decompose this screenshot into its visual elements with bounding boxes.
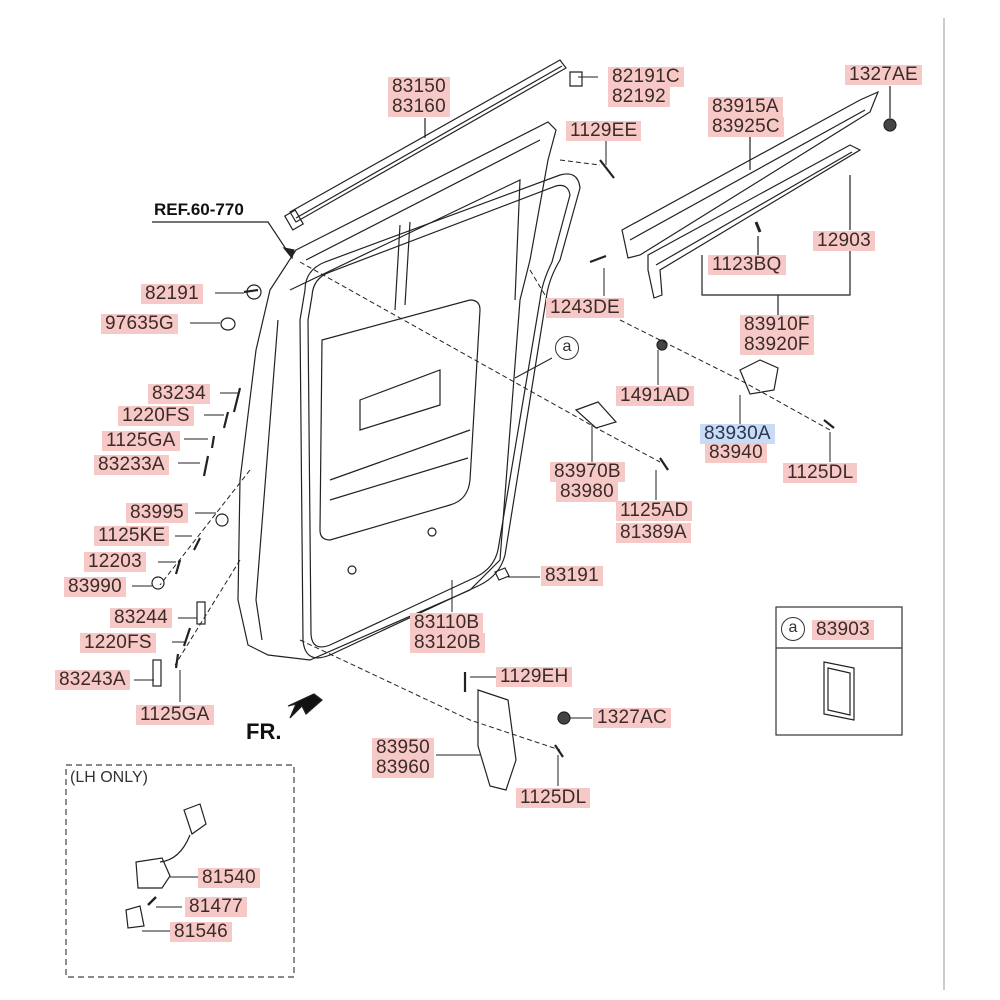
part-label-81477[interactable]: 81477	[185, 897, 247, 917]
plug-83903-part	[823, 661, 855, 721]
part-label-97635G[interactable]: 97635G	[101, 314, 178, 334]
callout-a-marker-inset: a	[781, 617, 805, 641]
part-label-83234[interactable]: 83234	[148, 384, 210, 404]
door-weatherstrip-part	[299, 173, 581, 659]
part-label-83233A[interactable]: 83233A	[94, 455, 169, 475]
part-label-1327AC[interactable]: 1327AC	[593, 708, 671, 728]
part-label-83950[interactable]: 83950	[372, 738, 434, 758]
part-label-1125GA-upper[interactable]: 1125GA	[102, 431, 180, 451]
part-label-1123BQ[interactable]: 1123BQ	[708, 255, 786, 275]
part-label-83930A[interactable]: 83930A	[700, 424, 775, 444]
callout-a-marker: a	[555, 336, 579, 360]
part-label-83940[interactable]: 83940	[705, 443, 767, 463]
part-label-1125GA-lower[interactable]: 1125GA	[136, 705, 214, 725]
part-label-1125KE[interactable]: 1125KE	[94, 526, 170, 546]
lh-only-inset-box	[65, 764, 295, 978]
part-label-1125DL-upper[interactable]: 1125DL	[783, 463, 858, 483]
nut-icon	[883, 118, 897, 132]
door-panel	[237, 121, 557, 661]
part-label-83960[interactable]: 83960	[372, 758, 434, 778]
part-label-83970B[interactable]: 83970B	[550, 462, 625, 482]
window-channel	[394, 221, 411, 311]
part-label-83915A[interactable]: 83915A	[708, 97, 783, 117]
part-label-81389A[interactable]: 81389A	[616, 523, 691, 543]
part-label-1220FS-upper[interactable]: 1220FS	[118, 406, 194, 426]
part-label-1243DE[interactable]: 1243DE	[546, 298, 624, 318]
upper-rail-part	[283, 59, 567, 231]
part-label-1491AD[interactable]: 1491AD	[616, 386, 694, 406]
part-label-83120B[interactable]: 83120B	[410, 633, 485, 653]
part-label-83903[interactable]: 83903	[812, 620, 874, 640]
part-label-1129EH[interactable]: 1129EH	[496, 667, 573, 687]
part-label-83990[interactable]: 83990	[64, 577, 126, 597]
part-label-82191C[interactable]: 82191C	[608, 67, 684, 87]
lower-latch-83950-part	[477, 689, 517, 791]
front-arrow-icon	[287, 693, 323, 719]
door-inner-frame	[319, 299, 481, 575]
hinge-83970B-part	[574, 401, 618, 429]
part-label-82192[interactable]: 82192	[608, 87, 670, 107]
part-label-81546[interactable]: 81546	[170, 922, 232, 942]
assembly-guide-lines	[159, 159, 831, 751]
part-label-83244[interactable]: 83244	[110, 608, 172, 628]
lh-only-note: (LH ONLY)	[70, 769, 148, 786]
part-label-83160[interactable]: 83160	[388, 97, 450, 117]
part-label-83925C[interactable]: 83925C	[708, 117, 784, 137]
part-label-12903[interactable]: 12903	[813, 231, 875, 251]
reference-note: REF.60-770	[154, 200, 244, 219]
callout-a-box	[775, 606, 903, 736]
center-rail-part	[621, 90, 880, 299]
part-label-83980[interactable]: 83980	[556, 482, 618, 502]
part-label-83995[interactable]: 83995	[126, 503, 188, 523]
part-label-81540[interactable]: 81540	[198, 868, 260, 888]
latch-83930A-part	[739, 359, 779, 395]
part-label-83920F[interactable]: 83920F	[740, 335, 814, 355]
part-label-83110B[interactable]: 83110B	[410, 613, 484, 633]
part-label-83910F[interactable]: 83910F	[740, 315, 814, 335]
part-label-1129EE[interactable]: 1129EE	[566, 121, 642, 141]
fasteners	[174, 159, 835, 758]
part-label-1327AE[interactable]: 1327AE	[845, 65, 922, 85]
part-label-83243A[interactable]: 83243A	[55, 670, 130, 690]
part-label-83150[interactable]: 83150	[388, 77, 450, 97]
part-label-12203[interactable]: 12203	[84, 552, 146, 572]
front-indicator: FR.	[246, 719, 282, 744]
part-label-82191[interactable]: 82191	[141, 284, 203, 304]
part-label-83191[interactable]: 83191	[541, 566, 603, 586]
ref-arrow-line	[152, 221, 293, 259]
part-label-1125DL-lower[interactable]: 1125DL	[516, 788, 591, 808]
part-label-1220FS-lower[interactable]: 1220FS	[80, 633, 156, 653]
outside-handle-part	[125, 803, 207, 929]
part-label-1125AD[interactable]: 1125AD	[616, 501, 693, 521]
